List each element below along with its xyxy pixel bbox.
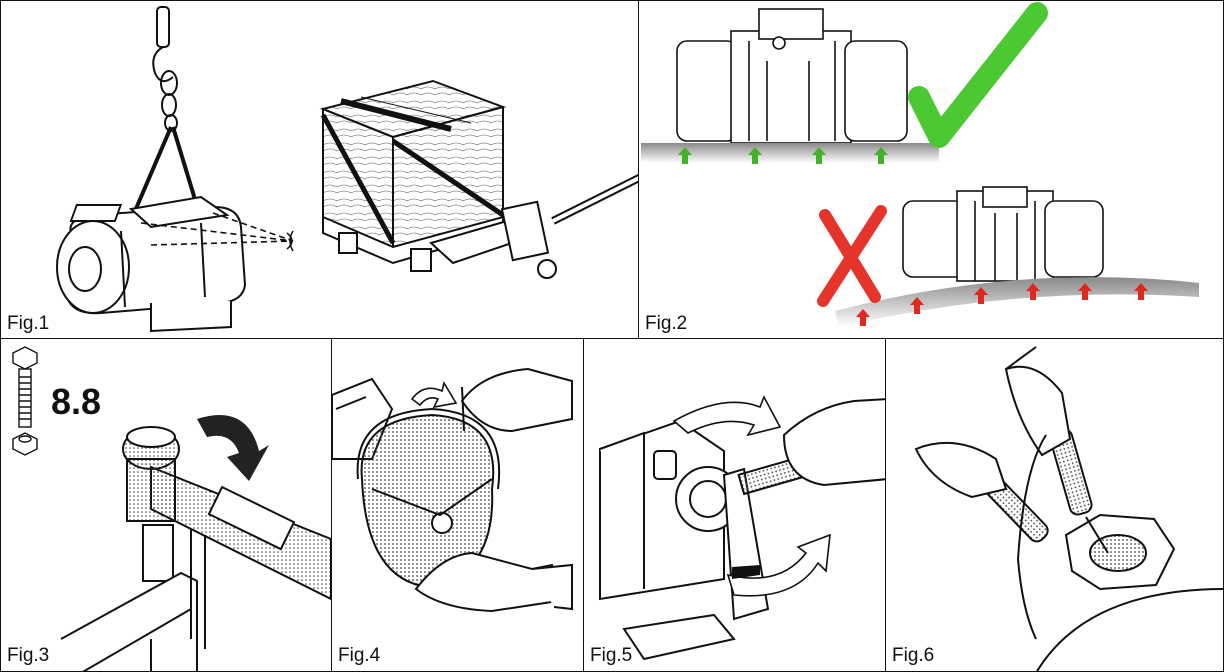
support-arrow-red-icon (1078, 283, 1092, 300)
figure-6-illustration (914, 346, 1223, 671)
figure-1-panel: Fig.1 (0, 0, 640, 340)
curved-mounting-surface (835, 277, 1199, 327)
support-arrows-green (678, 147, 888, 164)
rotation-arrow-dark-icon (732, 565, 760, 579)
figure-5-illustration (599, 395, 886, 661)
pallet (322, 215, 504, 272)
figure-1-label: Fig.1 (7, 313, 50, 334)
support-arrow-red-icon (1134, 283, 1148, 300)
bolt-icon (12, 346, 38, 428)
hand-with-key (460, 367, 573, 433)
figure-2-panel: Fig.2 (638, 0, 1224, 340)
figure-5-panel: Fig.5 (583, 338, 887, 672)
bolt-grade-label: 8.8 (51, 381, 102, 422)
crane-hook (152, 6, 178, 132)
flat-mounting-surface (641, 143, 939, 163)
motor-on-flat-surface (676, 8, 908, 144)
figure-2-label: Fig.2 (645, 313, 688, 334)
check-mark-icon (908, 2, 1048, 148)
nut-icon (12, 432, 38, 456)
support-arrow-green-icon (812, 147, 826, 164)
cross-mark-icon (817, 205, 887, 307)
hand-with-screwdriver (1004, 346, 1072, 457)
figure-3-label: Fig.3 (7, 645, 50, 666)
rotation-arrow-icon (410, 380, 458, 409)
vibrator-motor (56, 195, 247, 333)
support-arrows-red (856, 283, 1148, 326)
lifting-slings (133, 126, 199, 212)
support-arrow-green-icon (678, 147, 692, 164)
support-arrow-red-icon (856, 309, 870, 326)
hand-with-tool (914, 441, 1008, 499)
rotation-arrow-up-icon (672, 395, 782, 437)
figure-3-panel: 8.8 Fig.3 (0, 338, 333, 672)
end-cover (356, 407, 501, 589)
figure-5-label: Fig.5 (590, 645, 633, 666)
support-arrow-red-icon (910, 297, 924, 314)
support-arrow-red-icon (974, 287, 988, 304)
hand-with-tool (782, 398, 886, 487)
support-arrow-green-icon (874, 147, 888, 164)
torque-wrench (122, 426, 332, 601)
rotation-arrow-icon (197, 415, 269, 481)
figure-4-label: Fig.4 (338, 645, 381, 666)
motor-on-curved-surface (902, 186, 1104, 282)
rotation-arrow-down-icon (726, 533, 831, 597)
figure-6-panel: Fig.6 (885, 338, 1224, 672)
support-arrow-red-icon (1026, 283, 1040, 300)
hand-holding-cover (414, 551, 573, 613)
figure-1-illustration (56, 6, 639, 333)
wooden-crate (319, 79, 507, 249)
figure-4-panel: Fig.4 (331, 338, 585, 672)
figure-4-illustration (332, 367, 573, 613)
terminal-box (1036, 513, 1223, 671)
motor-body (599, 419, 741, 661)
pallet-truck (429, 173, 639, 279)
figure-6-label: Fig.6 (892, 645, 935, 666)
level-sight-lines (140, 212, 294, 246)
figure-3-illustration (12, 346, 332, 671)
eye-icon (286, 230, 294, 252)
figure-2-illustration (641, 2, 1199, 327)
support-arrow-green-icon (748, 147, 762, 164)
mounting-base (60, 529, 206, 671)
